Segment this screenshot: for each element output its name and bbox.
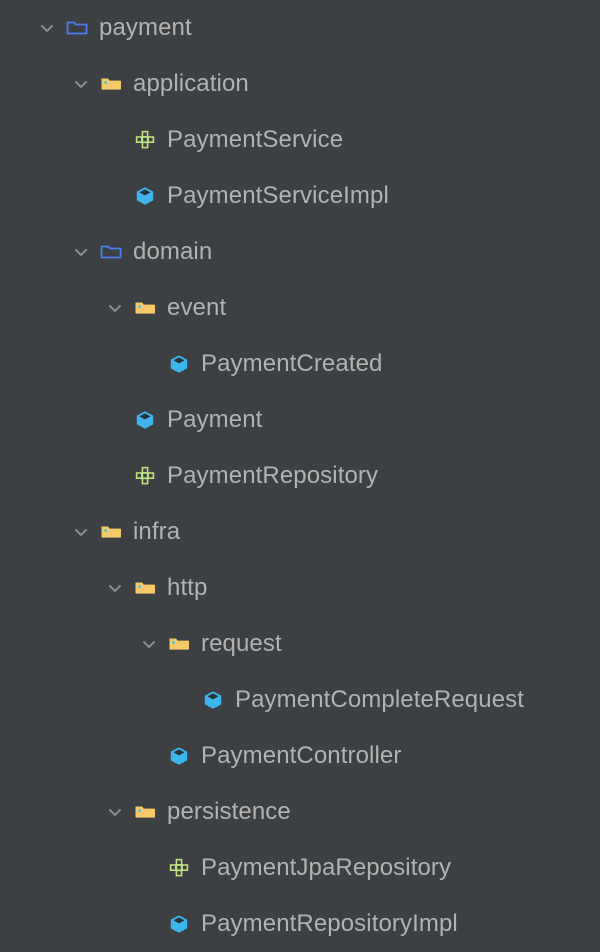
folder-yellow-icon (132, 799, 158, 825)
tree-indent (0, 28, 34, 29)
tree-row-label: PaymentService (167, 126, 344, 153)
tree-row-label: persistence (167, 798, 291, 825)
tree-row[interactable]: infra (0, 504, 600, 560)
tree-indent (0, 420, 102, 421)
class-icon (132, 183, 158, 209)
interface-icon (132, 463, 158, 489)
tree-row-label: PaymentCreated (201, 350, 383, 377)
tree-row-label: event (167, 294, 227, 321)
tree-indent (0, 364, 136, 365)
tree-row[interactable]: http (0, 560, 600, 616)
tree-indent (0, 700, 170, 701)
class-icon (166, 351, 192, 377)
tree-row[interactable]: request (0, 616, 600, 672)
folder-yellow-icon (132, 295, 158, 321)
tree-row-label: domain (133, 238, 213, 265)
tree-row-label: application (133, 70, 249, 97)
interface-icon (132, 127, 158, 153)
tree-row[interactable]: PaymentService (0, 112, 600, 168)
tree-row-label: PaymentServiceImpl (167, 182, 389, 209)
folder-blue-outline-icon (64, 15, 90, 41)
tree-row-label: PaymentCompleteRequest (235, 686, 525, 713)
tree-row[interactable]: domain (0, 224, 600, 280)
tree-row[interactable]: payment (0, 0, 600, 56)
tree-indent (0, 588, 102, 589)
tree-row-label: request (201, 630, 282, 657)
tree-indent (0, 308, 102, 309)
tree-row-label: PaymentRepositoryImpl (201, 910, 458, 937)
tree-indent (0, 868, 136, 869)
chevron-down-icon[interactable] (68, 239, 94, 265)
chevron-down-icon[interactable] (136, 631, 162, 657)
folder-yellow-icon (98, 71, 124, 97)
tree-row-label: PaymentController (201, 742, 402, 769)
tree-row[interactable]: PaymentServiceImpl (0, 168, 600, 224)
folder-blue-outline-icon (98, 239, 124, 265)
tree-row[interactable]: Payment (0, 392, 600, 448)
tree-indent (0, 924, 136, 925)
tree-row[interactable]: PaymentCreated (0, 336, 600, 392)
tree-row[interactable]: PaymentRepository (0, 448, 600, 504)
tree-indent (0, 812, 102, 813)
tree-indent (0, 476, 102, 477)
tree-indent (0, 644, 136, 645)
interface-icon (166, 855, 192, 881)
tree-row[interactable]: event (0, 280, 600, 336)
tree-row-label: Payment (167, 406, 263, 433)
tree-row[interactable]: PaymentRepositoryImpl (0, 896, 600, 952)
tree-row-label: payment (99, 14, 192, 41)
tree-row-label: PaymentRepository (167, 462, 379, 489)
class-icon (200, 687, 226, 713)
tree-indent (0, 84, 68, 85)
tree-indent (0, 756, 136, 757)
tree-row[interactable]: application (0, 56, 600, 112)
chevron-down-icon[interactable] (68, 519, 94, 545)
class-icon (166, 911, 192, 937)
folder-yellow-icon (132, 575, 158, 601)
tree-row-label: infra (133, 518, 181, 545)
chevron-down-icon[interactable] (102, 799, 128, 825)
chevron-down-icon[interactable] (68, 71, 94, 97)
tree-indent (0, 532, 68, 533)
class-icon (166, 743, 192, 769)
tree-indent (0, 140, 102, 141)
tree-row[interactable]: persistence (0, 784, 600, 840)
chevron-down-icon[interactable] (34, 15, 60, 41)
folder-yellow-icon (98, 519, 124, 545)
tree-indent (0, 196, 102, 197)
tree-row-label: http (167, 574, 208, 601)
tree-row[interactable]: PaymentController (0, 728, 600, 784)
tree-row[interactable]: PaymentJpaRepository (0, 840, 600, 896)
chevron-down-icon[interactable] (102, 575, 128, 601)
tree-row[interactable]: PaymentCompleteRequest (0, 672, 600, 728)
class-icon (132, 407, 158, 433)
folder-yellow-icon (166, 631, 192, 657)
chevron-down-icon[interactable] (102, 295, 128, 321)
tree-indent (0, 252, 68, 253)
tree-row-label: PaymentJpaRepository (201, 854, 452, 881)
